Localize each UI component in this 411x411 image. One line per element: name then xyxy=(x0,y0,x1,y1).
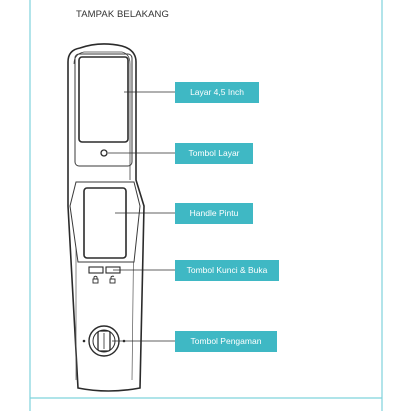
lock-button xyxy=(88,266,104,274)
screen-button-icon xyxy=(100,149,108,157)
door-handle xyxy=(83,187,127,259)
callout-door-handle: Handle Pintu xyxy=(175,203,253,224)
callout-screen-button: Tombol Layar xyxy=(175,143,253,164)
callout-safety-knob: Tombol Pengaman xyxy=(175,331,277,352)
lock-open-icon xyxy=(109,275,116,284)
diagram-title: TAMPAK BELAKANG xyxy=(76,9,170,20)
knob-marker-left xyxy=(82,339,86,343)
screen-bezel xyxy=(74,53,133,167)
screen-display xyxy=(78,56,129,143)
callout-lock-unlock-buttons: Tombol Kunci & Buka xyxy=(175,260,279,281)
callout-screen: Layar 4,5 Inch xyxy=(175,82,259,103)
lock-closed-icon xyxy=(92,275,99,284)
